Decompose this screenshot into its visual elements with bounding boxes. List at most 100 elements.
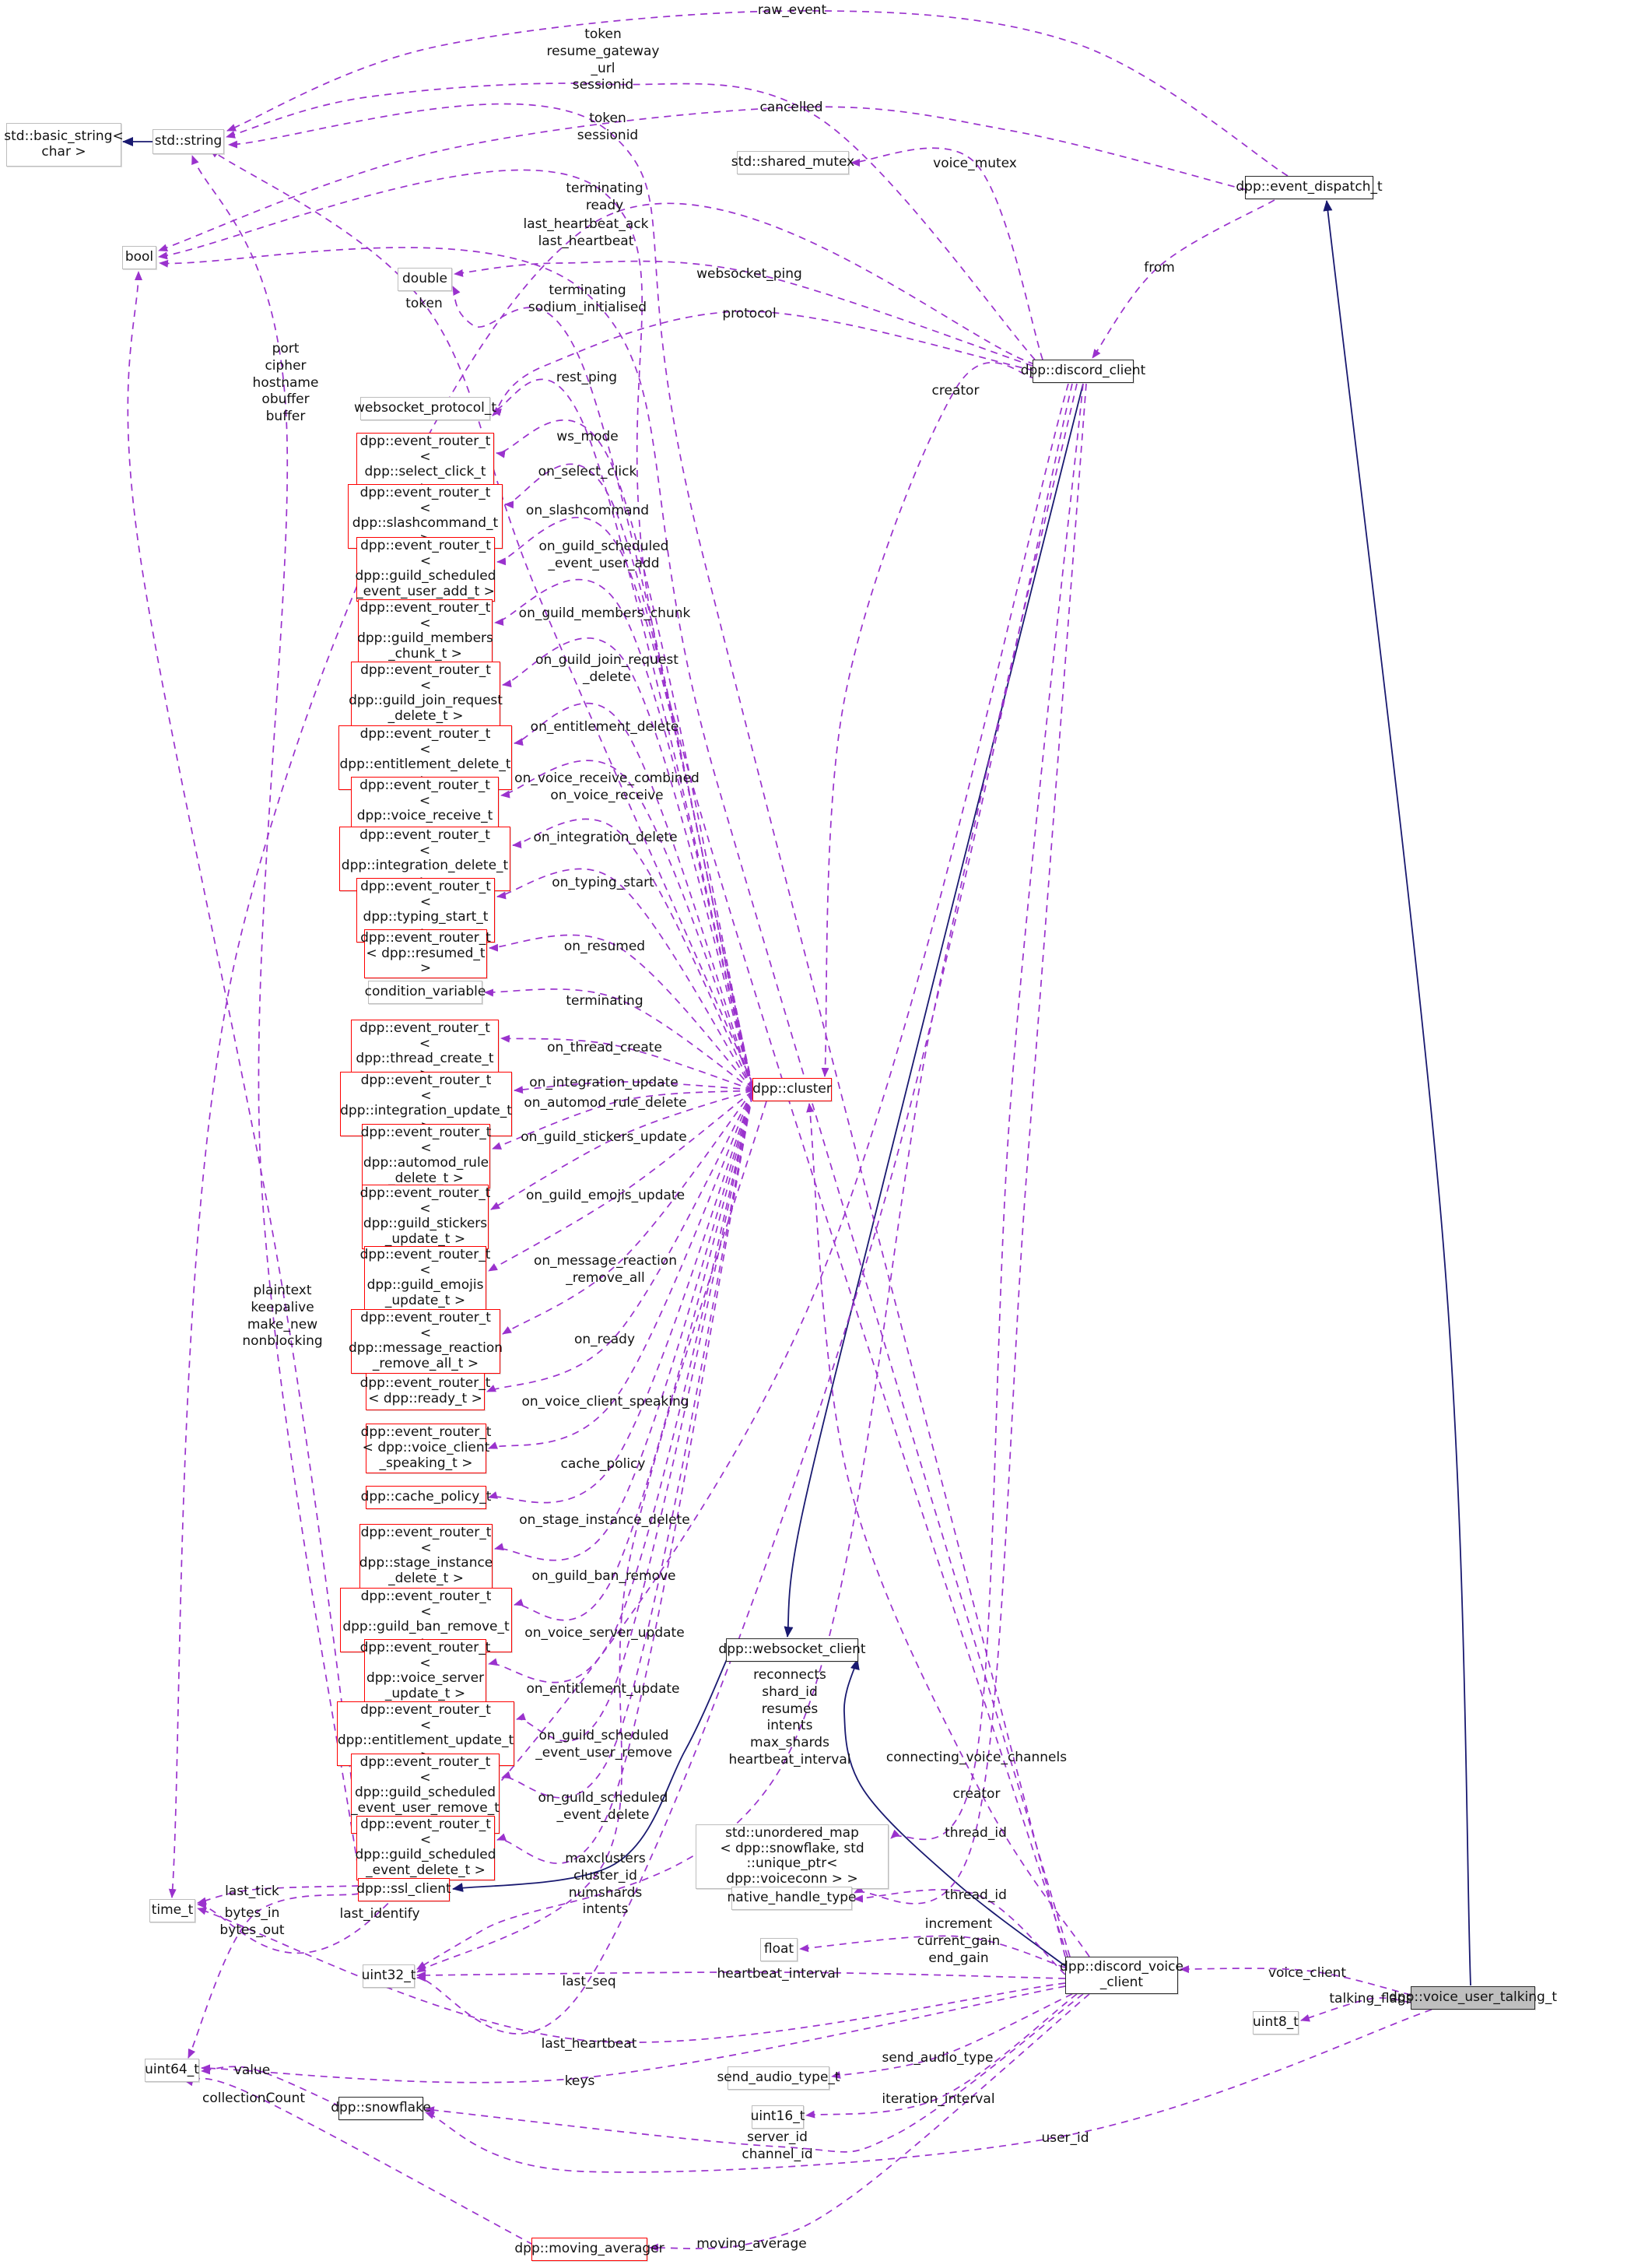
node-uint8[interactable]: uint8_t <box>1253 2011 1299 2035</box>
node-ev-guild-members-chunk[interactable]: dpp::event_router_t < dpp::guild_members… <box>357 599 493 664</box>
edge-dashed-46 <box>501 1094 753 1799</box>
edge-dashed-49 <box>890 383 1084 1841</box>
edge-dashed-69 <box>197 1885 359 1905</box>
edge-dashed-36 <box>490 1090 753 1210</box>
edge-dashed-32 <box>484 988 753 1090</box>
edge-dashed-12 <box>168 202 1036 1898</box>
node-ev-gs-event-delete[interactable]: dpp::event_router_t < dpp::guild_schedul… <box>355 1816 496 1880</box>
node-time-t[interactable]: time_t <box>149 1899 195 1922</box>
edge-dashed-66 <box>425 2009 1432 2173</box>
edge-dashed-17 <box>850 147 1043 360</box>
edge-dashed-26 <box>502 637 753 1089</box>
edge-dashed-6 <box>226 83 1036 360</box>
node-send-audio-type[interactable]: send_audio_type_t <box>717 2066 840 2090</box>
edge-dashed-39 <box>486 1091 753 1392</box>
edge-solid-2 <box>784 383 1084 1638</box>
edge-dashed-64 <box>1180 1965 1411 1996</box>
node-ev-voice-server-update[interactable]: dpp::event_router_t < dpp::voice_server … <box>360 1639 490 1704</box>
edge-dashed-38 <box>502 1090 753 1335</box>
edge-dashed-48 <box>416 1101 767 1973</box>
edge-dashed-7 <box>158 106 1247 252</box>
edge-dashed-11 <box>158 169 1068 1957</box>
node-websocket-protocol[interactable]: websocket_protocol_t <box>354 397 496 420</box>
node-discord-voice-client[interactable]: dpp::discord_voice _client <box>1060 1957 1183 1994</box>
edge-dashed-68 <box>184 2077 534 2245</box>
edge-dashed-24 <box>496 517 753 1089</box>
node-ev-automod-rule-delete[interactable]: dpp::event_router_t < dpp::automod_rule … <box>361 1124 491 1188</box>
node-ev-guild-stickers-update[interactable]: dpp::event_router_t < dpp::guild_sticker… <box>360 1185 490 1249</box>
node-cache-policy[interactable]: dpp::cache_policy_t <box>361 1486 491 1509</box>
edge-dashed-59 <box>805 1993 1078 2119</box>
edge-dashed-56 <box>799 1935 1066 1968</box>
edge-solid-3 <box>843 1659 1066 1967</box>
node-ssl-client[interactable]: dpp::ssl_client <box>356 1878 451 1901</box>
edge-dashed-65 <box>1300 1997 1411 2022</box>
node-snowflake[interactable]: dpp::snowflake <box>331 2097 431 2120</box>
edge-dashed-20 <box>1092 199 1275 359</box>
node-double[interactable]: double <box>398 268 452 291</box>
node-ev-ready[interactable]: dpp::event_router_t < dpp::ready_t > <box>360 1373 490 1410</box>
node-ev-voice-client-speaking[interactable]: dpp::event_router_t < dpp::voice_client … <box>361 1424 491 1473</box>
node-cluster[interactable]: dpp::cluster <box>752 1078 832 1101</box>
node-event-dispatch[interactable]: dpp::event_dispatch_t <box>1236 176 1383 199</box>
node-std-string[interactable]: std::string <box>153 129 224 154</box>
edge-dashed-67 <box>201 2066 341 2107</box>
node-bool[interactable]: bool <box>122 246 156 269</box>
edge-dashed-47 <box>496 1094 753 1864</box>
node-shared-mutex[interactable]: std::shared_mutex <box>731 151 854 174</box>
edge-dashed-19 <box>492 311 1035 416</box>
node-uint64[interactable]: uint64_t <box>145 2059 199 2082</box>
node-voice-user-talking[interactable]: dpp::voice_user_talking_t <box>1389 1986 1557 2010</box>
edge-dashed-57 <box>416 1971 1066 1979</box>
edge-dashed-44 <box>488 1093 753 1683</box>
edge-dashed-53 <box>197 383 1069 1954</box>
node-ev-guild-join-request-delete[interactable]: dpp::event_router_t < dpp::guild_join_re… <box>349 662 503 726</box>
edge-solid-1 <box>1323 200 1471 1986</box>
edge-dashed-31 <box>489 934 753 1090</box>
edge-dashed-14 <box>127 271 365 1879</box>
node-discord-client[interactable]: dpp::discord_client <box>1021 360 1145 383</box>
edge-dashed-34 <box>514 1081 753 1094</box>
edge-dashed-60 <box>425 1993 1084 2153</box>
node-unordered-map[interactable]: std::unordered_map < dpp::snowflake, std… <box>696 1824 889 1889</box>
edge-dashed-10 <box>209 149 753 1084</box>
edge-dashed-5 <box>226 10 1289 177</box>
node-ev-resumed[interactable]: dpp::event_router_t < dpp::resumed_t > <box>360 929 491 979</box>
edge-dashed-29 <box>512 818 753 1090</box>
edge-dashed-30 <box>496 868 753 1090</box>
edge-dashed-42 <box>494 1092 753 1561</box>
edge-dashed-25 <box>494 578 753 1089</box>
node-ev-gs-event-user-add[interactable]: dpp::event_router_t < dpp::guild_schedul… <box>355 537 496 602</box>
node-uint16[interactable]: uint16_t <box>751 2105 805 2129</box>
node-uint32[interactable]: uint32_t <box>362 1964 416 1988</box>
edge-dashed-41 <box>488 1092 753 1504</box>
node-float[interactable]: float <box>760 1938 798 1961</box>
edge-dashed-70 <box>188 1893 359 2059</box>
edge-dashed-23 <box>504 463 753 1089</box>
edge-dashed-35 <box>492 1090 753 1150</box>
edge-dashed-58 <box>831 1993 1073 2079</box>
edge-dashed-27 <box>514 703 753 1089</box>
edge-dashed-43 <box>514 1093 753 1621</box>
edge-dashed-9 <box>191 155 360 1879</box>
edge-dashed-28 <box>500 760 753 1089</box>
node-condition-variable[interactable]: condition_variable <box>365 981 486 1004</box>
edge-dashed-13 <box>159 247 1071 1957</box>
node-ev-stage-instance-delete[interactable]: dpp::event_router_t < dpp::stage_instanc… <box>359 1524 493 1589</box>
edge-dashed-18 <box>492 378 753 1087</box>
node-moving-averager[interactable]: dpp::moving_averager <box>514 2238 664 2261</box>
edge-dashed-15 <box>454 260 1033 367</box>
edge-dashed-45 <box>516 1094 753 1742</box>
node-ev-message-reaction-remove-all[interactable]: dpp::event_router_t < dpp::message_react… <box>349 1309 503 1374</box>
node-ev-guild-emojis-update[interactable]: dpp::event_router_t < dpp::guild_emojis … <box>360 1246 490 1311</box>
edge-dashed-50 <box>854 383 1087 1905</box>
edge-dashed-63 <box>649 1993 1090 2252</box>
edge-dashed-21 <box>821 362 1037 1077</box>
edge-dashed-55 <box>854 1889 1066 1975</box>
edge-dashed-51 <box>416 383 1078 1970</box>
node-native-handle-type[interactable]: native_handle_type <box>728 1887 857 1910</box>
node-websocket-client[interactable]: dpp::websocket_client <box>718 1638 866 1662</box>
node-basic-string[interactable]: std::basic_string< char > <box>4 123 124 167</box>
